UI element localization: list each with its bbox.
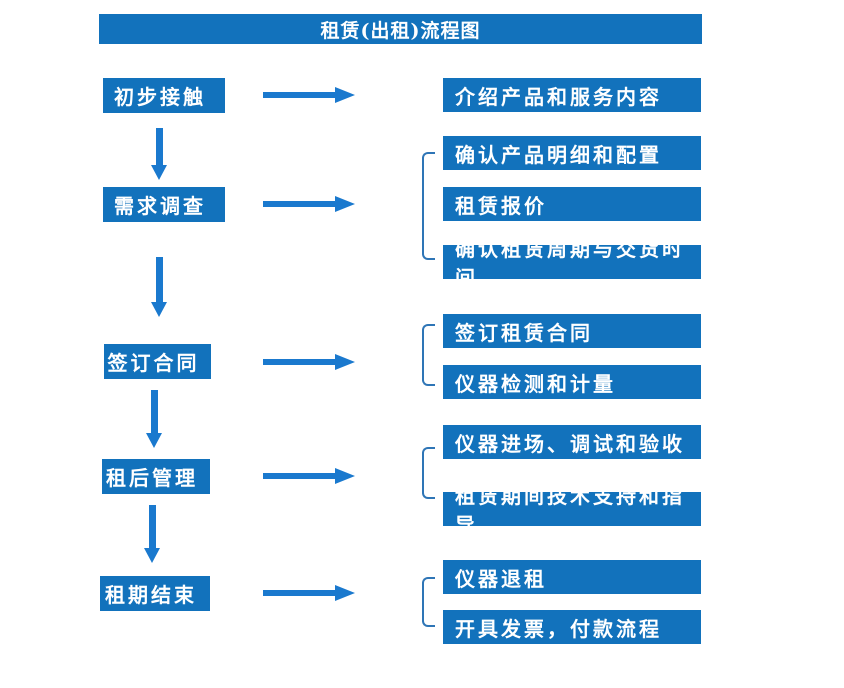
arrow-down-icon (151, 128, 168, 180)
arrow-down-icon (144, 505, 161, 563)
output-box-rental-quote: 租赁报价 (443, 187, 701, 221)
arrow-down-icon (151, 257, 168, 317)
output-box-instrument-testing: 仪器检测和计量 (443, 365, 701, 399)
arrow-right-icon (263, 87, 355, 103)
stage-box-post-rental: 租后管理 (102, 459, 210, 494)
output-box-invoice-payment: 开具发票，付款流程 (443, 610, 701, 644)
stage-box-initial-contact: 初步接触 (103, 78, 225, 113)
stage-box-demand-survey: 需求调查 (103, 187, 225, 222)
bracket-group-rental-end (422, 577, 435, 627)
output-box-instrument-return: 仪器退租 (443, 560, 701, 594)
stage-box-sign-contract: 签订合同 (104, 344, 211, 379)
arrow-down-icon (146, 390, 163, 448)
output-box-introduce-products: 介绍产品和服务内容 (443, 78, 701, 112)
arrow-right-icon (263, 468, 355, 484)
flowchart-title: 租赁(出租)流程图 (99, 14, 702, 44)
output-box-sign-rental-contract: 签订租赁合同 (443, 314, 701, 348)
bracket-group-post-rental (422, 447, 435, 499)
output-box-confirm-details: 确认产品明细和配置 (443, 136, 701, 170)
output-box-confirm-period: 确认租赁周期与交货时间 (443, 237, 701, 290)
stage-box-rental-end: 租期结束 (100, 576, 210, 611)
arrow-right-icon (263, 585, 355, 601)
arrow-right-icon (263, 354, 355, 370)
output-box-tech-support: 租赁期间技术支持和指导 (443, 484, 701, 537)
output-box-instrument-setup: 仪器进场、调试和验收 (443, 425, 701, 459)
bracket-group-sign-contract (422, 324, 435, 386)
bracket-group-demand-survey (422, 152, 435, 260)
arrow-right-icon (263, 196, 355, 212)
